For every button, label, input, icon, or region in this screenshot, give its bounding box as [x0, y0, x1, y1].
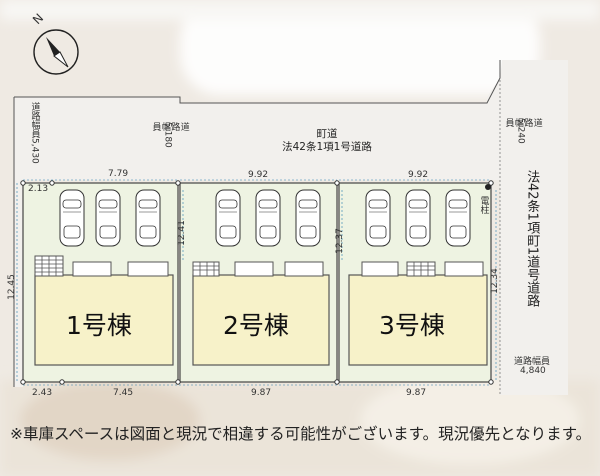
disclaimer-note: ※車庫スペースは図面と現況で相違する可能性がございます。現況優先となります。 — [10, 425, 592, 443]
building-3 — [348, 274, 488, 366]
car-icon — [445, 189, 471, 247]
top-road — [14, 60, 568, 395]
svg-text:N: N — [30, 11, 46, 27]
dim-lot2-depth: 12.41 — [176, 220, 187, 246]
dim-top-left-small: 2.13 — [28, 184, 49, 194]
top-road-line1: 町道 — [316, 128, 338, 140]
dim-bottom-lot1: 7.45 — [113, 388, 134, 398]
building-1-label: 1号棟 — [66, 311, 132, 340]
dim-bottom-lot2: 9.87 — [251, 388, 272, 398]
dim-lot3-depth: 12.37 — [334, 228, 345, 254]
car-icon — [135, 189, 161, 247]
car-icon — [255, 189, 281, 247]
utility-pole-icon — [485, 184, 491, 190]
dim-right-depth: 12.34 — [489, 268, 500, 294]
building-2-label: 2号棟 — [223, 311, 289, 340]
right-road-width-top-label: 道路幅員 — [503, 118, 542, 127]
top-road-label: 町道 法42条1項1号道路 — [252, 128, 402, 154]
right-road-width-top-value: 5,240 — [515, 118, 526, 144]
car-icon — [215, 189, 241, 247]
car-icon — [365, 189, 391, 247]
parking-cars — [59, 189, 471, 247]
dim-top-lot1: 7.79 — [108, 169, 129, 179]
building-2 — [192, 274, 330, 366]
dim-top-lot3: 9.92 — [408, 170, 429, 180]
dim-left-depth: 12.45 — [6, 274, 17, 300]
left-road-width-label: 道路幅員5,430 — [29, 102, 40, 164]
right-road-width-bottom-label: 道路幅員 — [514, 357, 551, 367]
dim-top-lot2: 9.92 — [248, 170, 269, 180]
car-icon — [59, 189, 85, 247]
building-3-label: 3号棟 — [379, 311, 445, 340]
mid-road-width-label: 道路幅員 — [150, 122, 189, 131]
right-road-width-bottom-value: 4,840 — [520, 366, 546, 376]
building-1 — [34, 274, 174, 366]
car-icon — [405, 189, 431, 247]
top-road-line2: 法42条1項1号道路 — [282, 141, 372, 154]
car-icon — [295, 189, 321, 247]
dim-bottom-left-small: 2.43 — [32, 388, 53, 398]
left-road-strip — [14, 97, 23, 387]
dim-bottom-lot3: 9.87 — [406, 388, 427, 398]
north-compass-icon: N — [30, 11, 79, 75]
pole-label: 電柱 — [478, 196, 489, 214]
right-road-label: 法42条1項町1道号道路 — [524, 170, 540, 308]
car-icon — [95, 189, 121, 247]
mid-road-width-value: 5,180 — [162, 122, 173, 148]
